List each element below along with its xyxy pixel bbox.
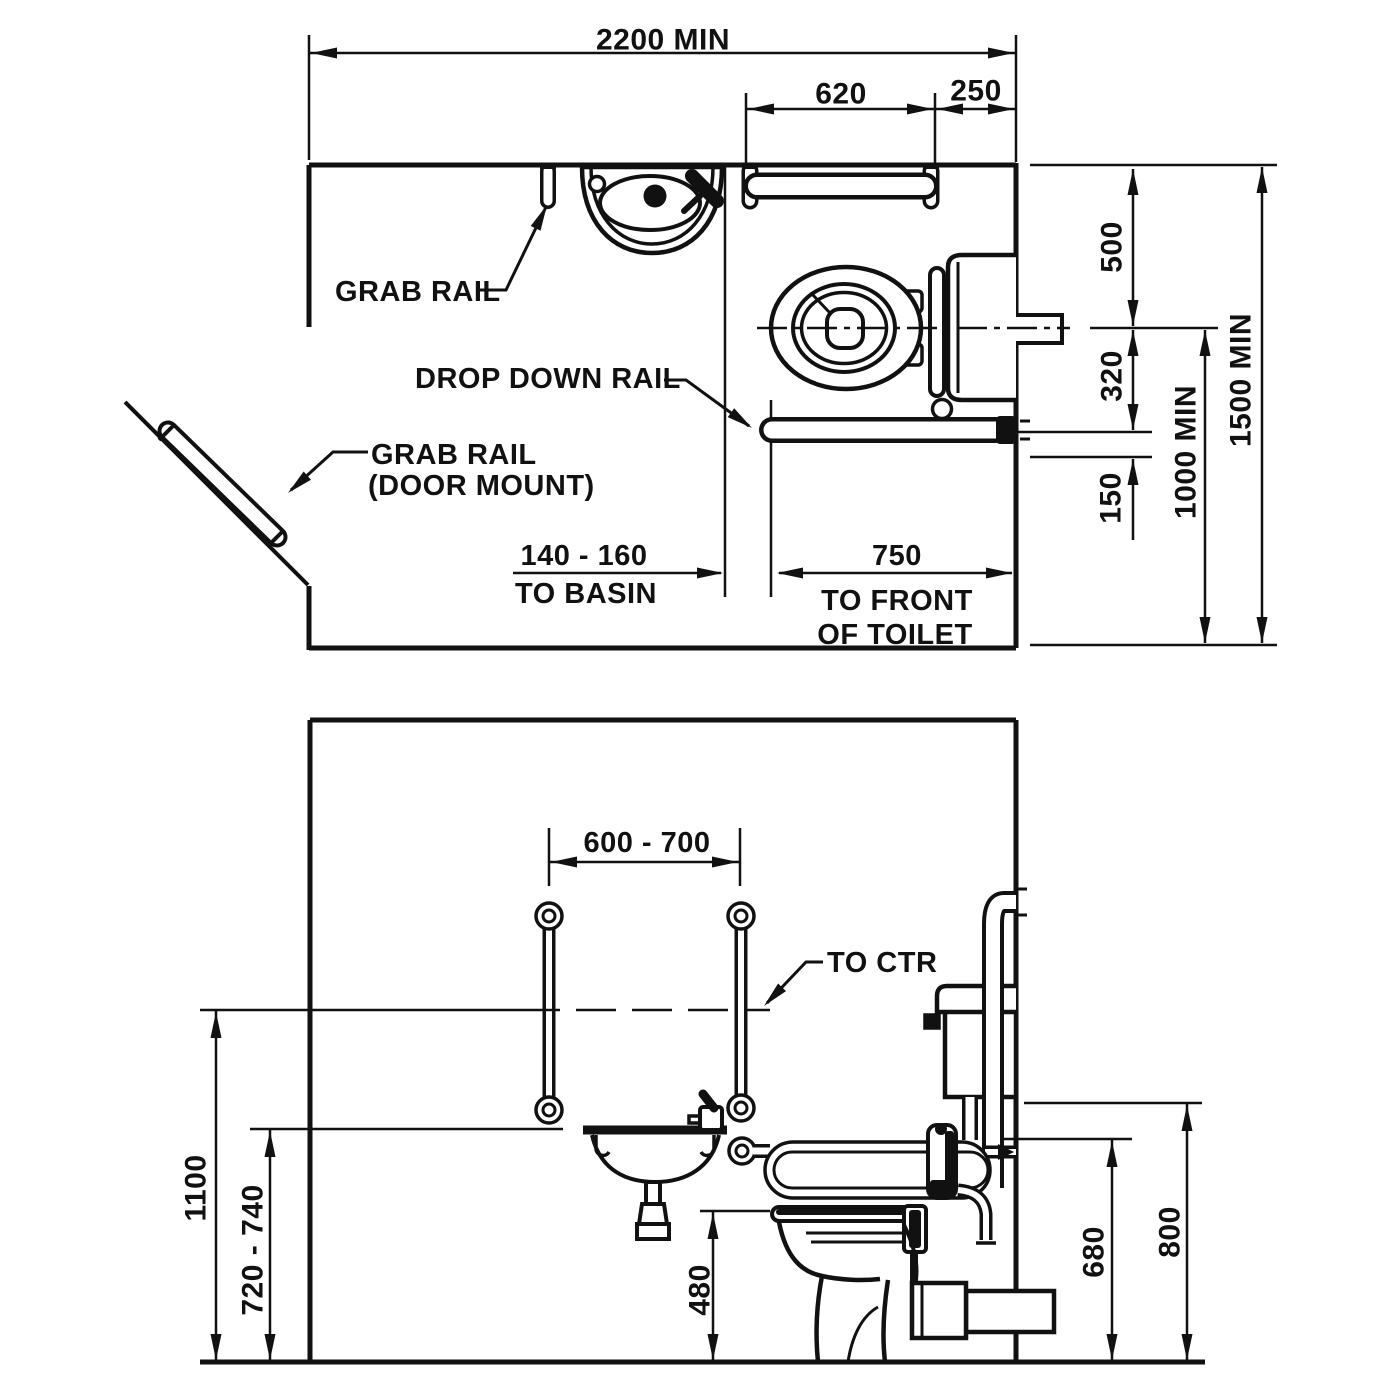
- dim-1100: 1100: [180, 1154, 213, 1221]
- dim-to-basin-value: 140 - 160: [520, 540, 647, 572]
- dim-to-front-value: 750: [872, 540, 922, 572]
- dim-680: 680: [1078, 1226, 1111, 1278]
- label-door-rail-2: (DOOR MOUNT): [368, 470, 595, 502]
- dim-to-front-2: OF TOILET: [817, 619, 972, 651]
- toilet-plan: [768, 252, 1064, 421]
- dim-150: 150: [1095, 472, 1128, 524]
- grab-rail-bracket-plan: [540, 163, 556, 209]
- plan-leader-arrows: [288, 205, 752, 493]
- label-grab-rail: GRAB RAIL: [335, 276, 501, 308]
- drop-down-rail-plan: [759, 416, 1030, 444]
- dim-rail-length: 620: [815, 78, 867, 111]
- dim-to-front-1: TO FRONT: [821, 585, 973, 617]
- elevation-dim-arrows: [210, 856, 1193, 1360]
- rear-wall-rail: [982, 887, 1027, 1188]
- toilet-elevation: [770, 1204, 1057, 1363]
- label-drop-down-rail: DROP DOWN RAIL: [415, 363, 681, 395]
- dim-500: 500: [1096, 221, 1129, 273]
- dim-720-740: 720 - 740: [237, 1184, 270, 1315]
- plan-dim-arrows: [311, 47, 1268, 643]
- vertical-grab-rail-left: [534, 901, 564, 1125]
- elevation-view: 600 - 700 TO CTR 1100 720 - 740 480 680 …: [180, 717, 1205, 1365]
- dim-800: 800: [1154, 1206, 1187, 1258]
- tap-lever: [698, 1089, 719, 1113]
- basin-drain: [643, 184, 667, 208]
- dim-rail-gap: 250: [950, 75, 1002, 108]
- label-door-rail-1: GRAB RAIL: [371, 439, 537, 471]
- dim-to-basin-label: TO BASIN: [515, 578, 657, 610]
- dim-overall-width: 2200 MIN: [596, 24, 730, 57]
- dim-320: 320: [1096, 350, 1129, 402]
- door-leaf: [123, 400, 310, 587]
- basin-elevation: [583, 1089, 727, 1241]
- door-grab-rail: [157, 420, 288, 548]
- dim-rail-spacing: 600 - 700: [583, 827, 710, 859]
- to-ctr-arrow: [764, 983, 787, 1006]
- plan-view: 2200 MIN 620 250 GRAB RAIL DROP DOWN RAI…: [123, 24, 1277, 651]
- drop-down-rail-elevation: [727, 1123, 1016, 1245]
- dim-1000-min: 1000 MIN: [1170, 385, 1203, 519]
- wall-grab-rail-plan: [741, 162, 940, 210]
- dim-1500-min: 1500 MIN: [1225, 313, 1258, 447]
- flush-button: [923, 1013, 941, 1030]
- cistern-front-panel: [928, 266, 946, 398]
- label-to-ctr: TO CTR: [827, 947, 937, 979]
- basin-taphole: [587, 174, 607, 194]
- elevation-dimension-lines: [200, 828, 1202, 1362]
- basin-tap-lever: [685, 169, 724, 208]
- vertical-grab-rail-right: [726, 901, 756, 1123]
- plan-dimension-lines: [307, 35, 1277, 647]
- dim-480: 480: [684, 1264, 717, 1316]
- basin-plan: [579, 164, 725, 256]
